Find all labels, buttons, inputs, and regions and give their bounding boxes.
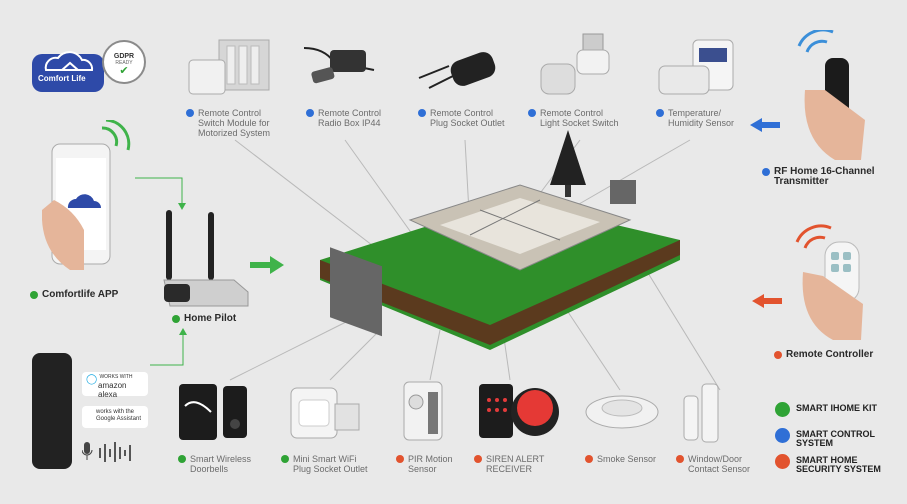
remote-controller-icon	[795, 224, 863, 340]
comfort-life-logo: Comfort Life	[32, 40, 104, 92]
smart-speaker	[32, 353, 72, 469]
alexa-icon: ◯	[86, 374, 98, 385]
thermometer-sensor-icon	[658, 39, 734, 95]
blue-dot-icon	[306, 109, 314, 117]
gdpr-badge-sub: READY	[115, 60, 133, 66]
app-label: Comfortlife APP	[30, 290, 118, 300]
brand-name: Comfort Life	[38, 74, 86, 83]
cloud-logo-icon	[32, 51, 104, 92]
legend-green-dot-icon	[775, 402, 790, 417]
red-dot-icon	[774, 351, 782, 359]
top-device-label-5: Temperature/ Humidity Sensor	[656, 108, 734, 128]
smartphone-icon	[41, 118, 131, 270]
remote-controller-label: Remote Controller	[774, 350, 873, 360]
bottom-device-label-4: SIREN ALERT RECEIVER	[474, 454, 544, 474]
siren-alert-icon	[479, 384, 559, 438]
light-socket-icon	[540, 33, 610, 95]
transmitter-label: RF Home 16-Channel Transmitter	[762, 167, 875, 187]
switch-module-icon	[188, 39, 270, 95]
radio-box-icon	[303, 47, 375, 84]
red-dot-icon	[474, 455, 482, 463]
rf-transmitter-icon	[797, 30, 865, 160]
alexa-small-text: WORKS WITH	[99, 374, 133, 380]
blue-dot-icon	[656, 109, 664, 117]
red-dot-icon	[396, 455, 404, 463]
hub-label: Home Pilot	[172, 314, 236, 324]
alexa-badge: ◯ WORKS WITH amazon alexa	[82, 372, 148, 399]
bottom-device-label-6: Window/Door Contact Sensor	[676, 454, 750, 474]
blue-dot-icon	[418, 109, 426, 117]
arrow-right-icon	[250, 256, 284, 274]
voice-waveform-icon	[82, 442, 131, 462]
top-device-label-1: Remote Control Switch Module for Motoriz…	[186, 108, 270, 138]
red-dot-icon	[585, 455, 593, 463]
legend-red-dot-icon	[775, 454, 790, 469]
bottom-device-label-1: Smart Wireless Doorbells	[178, 454, 251, 474]
google-assistant-badge: works with the Google Assistant	[82, 406, 148, 428]
top-device-label-3: Remote Control Plug Socket Outlet	[418, 108, 505, 128]
green-dot-icon	[30, 291, 38, 299]
smartphone-app	[41, 118, 132, 280]
check-icon: ✔	[119, 65, 129, 77]
blue-dot-icon	[186, 109, 194, 117]
alexa-text: amazon alexa	[98, 381, 127, 399]
legend-item-security: SMART HOME SECURITY SYSTEM	[775, 454, 881, 474]
blue-dot-icon	[762, 168, 770, 176]
door-contact-sensor-icon	[683, 383, 719, 443]
green-dot-icon	[172, 315, 180, 323]
gdpr-badge: GDPR READY ✔	[102, 40, 146, 84]
top-device-label-4: Remote Control Light Socket Switch	[528, 108, 619, 128]
top-device-label-2: Remote Control Radio Box IP44	[306, 108, 381, 128]
legend-item-kit: SMART IHOME KIT	[775, 402, 877, 417]
blue-dot-icon	[528, 109, 536, 117]
arrow-left-blue-icon	[750, 118, 780, 132]
arrow-left-red-icon	[752, 294, 782, 308]
gdpr-badge-title: GDPR	[113, 53, 135, 60]
house-scene	[320, 130, 680, 350]
plug-socket-icon	[418, 52, 496, 89]
router-icon	[163, 210, 249, 307]
doorbell-icon	[179, 384, 247, 440]
bottom-device-label-3: PIR Motion Sensor	[396, 454, 453, 474]
legend-item-control: SMART CONTROL SYSTEM	[775, 428, 875, 448]
green-dot-icon	[178, 455, 186, 463]
legend-blue-dot-icon	[775, 428, 790, 443]
pir-sensor-icon	[403, 381, 443, 441]
green-dot-icon	[281, 455, 289, 463]
home-pilot-hub	[160, 208, 255, 308]
red-dot-icon	[676, 455, 684, 463]
smoke-sensor-icon	[585, 395, 659, 429]
wifi-plug-icon	[290, 387, 360, 439]
bottom-device-label-5: Smoke Sensor	[585, 454, 656, 464]
bottom-device-label-2: Mini Smart WiFi Plug Socket Outlet	[281, 454, 368, 474]
